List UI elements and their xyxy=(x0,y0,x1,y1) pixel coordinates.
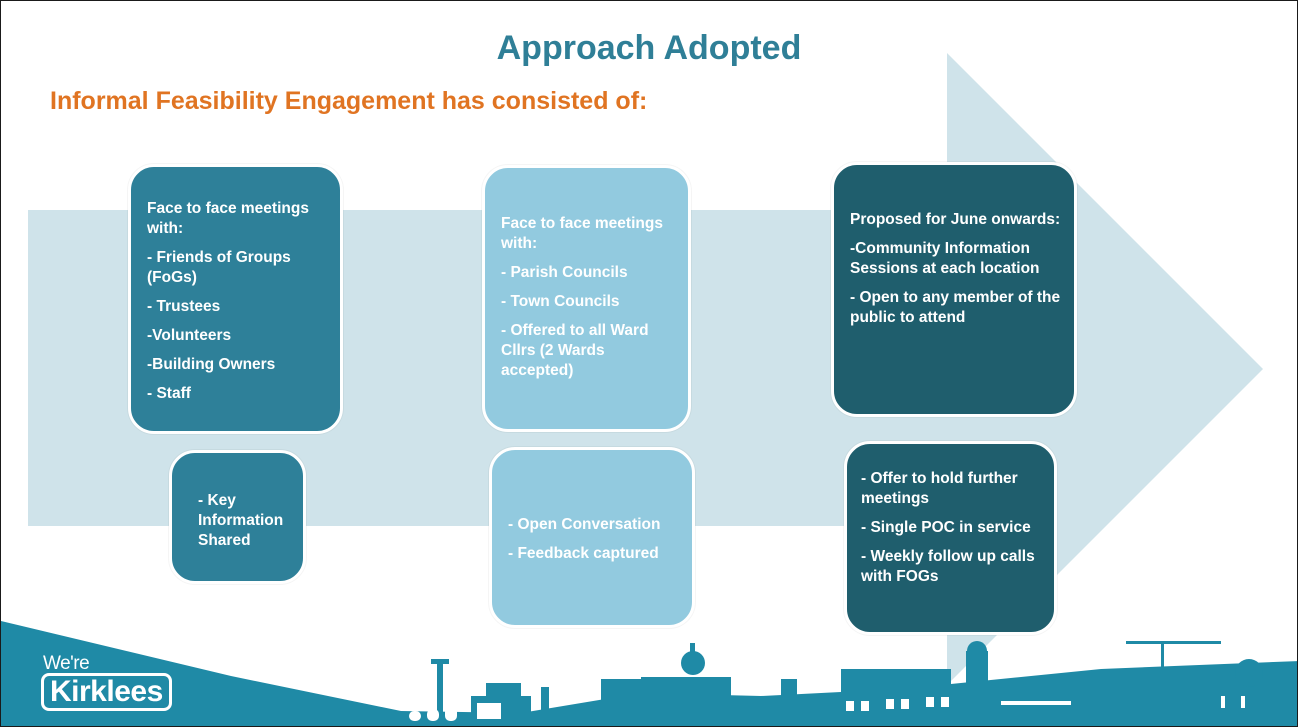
box-line: - Open Conversation xyxy=(508,516,661,533)
box-line: - Staff xyxy=(147,385,191,402)
box-line: -Community Information Sessions at each … xyxy=(850,240,1040,277)
kirklees-logo: We're Kirklees xyxy=(41,653,221,713)
box-open-conversation: - Open Conversation - Feedback captured xyxy=(489,447,695,628)
logo-tagline: We're xyxy=(43,653,90,674)
logo-wordmark: Kirklees xyxy=(41,673,172,711)
box-face-to-face-councils: Face to face meetings with: - Parish Cou… xyxy=(482,165,691,432)
box-line: - Feedback captured xyxy=(508,545,659,562)
box-line: - Parish Councils xyxy=(501,264,628,281)
box-line: - Weekly follow up calls with FOGs xyxy=(861,548,1035,585)
box-line: Face to face meetings with: xyxy=(501,215,663,252)
box-line: -Volunteers xyxy=(147,327,232,344)
skyline-footer xyxy=(1,621,1297,726)
box-line: - Offer to hold further meetings xyxy=(861,470,1018,507)
box-further-meetings: - Offer to hold further meetings - Singl… xyxy=(844,441,1057,635)
box-line: - Offered to all Ward Cllrs (2 Wards acc… xyxy=(501,322,649,379)
box-line: - Trustees xyxy=(147,298,221,315)
box-line: - Key Information Shared xyxy=(198,492,284,549)
slide-title: Approach Adopted xyxy=(496,29,802,67)
box-proposed-june: Proposed for June onwards: -Community In… xyxy=(831,162,1077,417)
box-key-information: - Key Information Shared xyxy=(169,450,306,584)
box-line: -Building Owners xyxy=(147,356,276,373)
box-line: - Friends of Groups (FoGs) xyxy=(147,249,291,286)
box-face-to-face-fogs: Face to face meetings with: - Friends of… xyxy=(128,164,343,434)
box-line: - Single POC in service xyxy=(861,519,1031,536)
slide-subtitle: Informal Feasibility Engagement has cons… xyxy=(50,87,648,115)
box-line: Face to face meetings with: xyxy=(147,200,309,237)
box-line: Proposed for June onwards: xyxy=(850,211,1061,228)
box-line: - Town Councils xyxy=(501,293,620,310)
box-line: - Open to any member of the public to at… xyxy=(850,289,1061,326)
